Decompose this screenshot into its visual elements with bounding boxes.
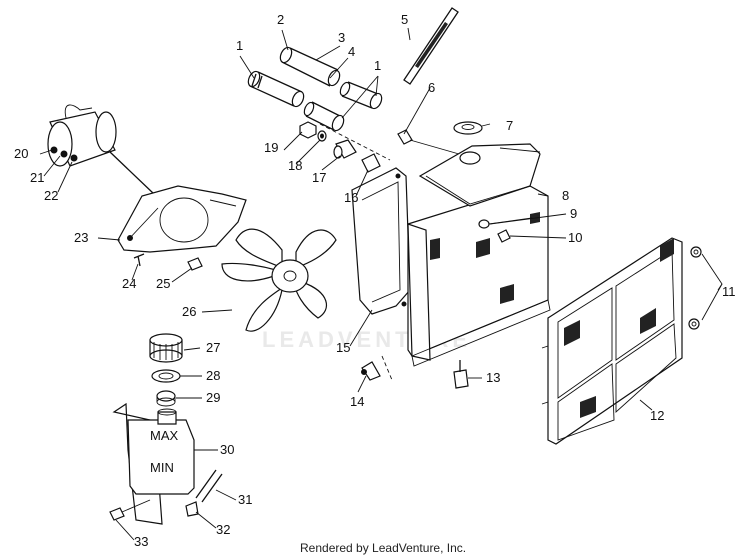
tank-min-label: MIN [150, 460, 174, 475]
callout-29: 29 [206, 390, 220, 405]
part-24-screw[interactable] [133, 253, 145, 267]
callout-12: 12 [650, 408, 664, 423]
part-26-fan-blade[interactable] [221, 228, 337, 332]
callout-31: 31 [238, 492, 252, 507]
callout-5: 5 [401, 12, 408, 27]
part-1-hose-left[interactable] [246, 70, 306, 109]
part-29-adapter[interactable] [156, 390, 176, 407]
callout-1b: 1 [374, 58, 381, 73]
leader-lines [39, 27, 723, 541]
callout-7: 7 [506, 118, 513, 133]
callout-3: 3 [338, 30, 345, 45]
callout-8: 8 [562, 188, 569, 203]
callout-30: 30 [220, 442, 234, 457]
callout-32: 32 [216, 522, 230, 537]
callout-15: 15 [336, 340, 350, 355]
part-32-clamp[interactable] [185, 501, 199, 517]
part-1-hose-right[interactable] [302, 81, 383, 132]
part-11-grommets[interactable] [688, 246, 723, 330]
callout-28: 28 [206, 368, 220, 383]
callout-4: 4 [348, 44, 355, 59]
callout-6: 6 [428, 80, 435, 95]
callout-10: 10 [568, 230, 582, 245]
callout-2: 2 [277, 12, 284, 27]
callout-25: 25 [156, 276, 170, 291]
part-27-reservoir-cap[interactable] [149, 333, 183, 363]
part-8-radiator[interactable] [407, 143, 551, 367]
callout-23: 23 [74, 230, 88, 245]
callout-33: 33 [134, 534, 148, 549]
part-28-gasket[interactable] [151, 369, 181, 383]
part-13-mount[interactable] [453, 360, 469, 389]
part-25-screw[interactable] [187, 257, 203, 271]
callout-16: 16 [344, 190, 358, 205]
part-33-screw[interactable] [109, 499, 151, 521]
part-5-strap[interactable] [403, 7, 459, 85]
callout-14: 14 [350, 394, 364, 409]
part-30-reservoir-tank[interactable]: MAX MIN [112, 402, 195, 525]
part-17-sensor[interactable] [333, 139, 357, 159]
part-15-fan-shroud[interactable] [351, 167, 411, 315]
callout-20: 20 [14, 146, 28, 161]
part-19-nut[interactable] [299, 121, 317, 139]
part-31-overflow-hose[interactable] [195, 469, 223, 503]
part-16-sleeve[interactable] [361, 153, 381, 173]
part-18-washer[interactable] [317, 130, 327, 142]
callout-11: 11 [722, 284, 736, 299]
callout-1a: 1 [236, 38, 243, 53]
callout-19: 19 [264, 140, 278, 155]
tank-max-label: MAX [150, 428, 179, 443]
footer-credit: Rendered by LeadVenture, Inc. [300, 541, 466, 555]
callout-21: 21 [30, 170, 44, 185]
callout-27: 27 [206, 340, 220, 355]
callout-22: 22 [44, 188, 58, 203]
callout-26: 26 [182, 304, 196, 319]
part-10-bolt[interactable] [497, 229, 511, 243]
callout-17: 17 [312, 170, 326, 185]
part-7-radiator-cap[interactable] [453, 121, 483, 135]
part-23-bracket[interactable] [117, 185, 247, 253]
part-20-fan-motor[interactable] [47, 104, 155, 195]
callout-13: 13 [486, 370, 500, 385]
part-14-clip[interactable] [361, 355, 393, 381]
callout-24: 24 [122, 276, 136, 291]
callout-18: 18 [288, 158, 302, 173]
callouts: 1 2 3 4 5 1 6 7 8 9 10 11 12 13 14 15 16… [14, 12, 736, 549]
part-12-screen[interactable] [541, 237, 683, 445]
callout-9: 9 [570, 206, 577, 221]
part-3-upper-hose[interactable] [278, 46, 342, 88]
